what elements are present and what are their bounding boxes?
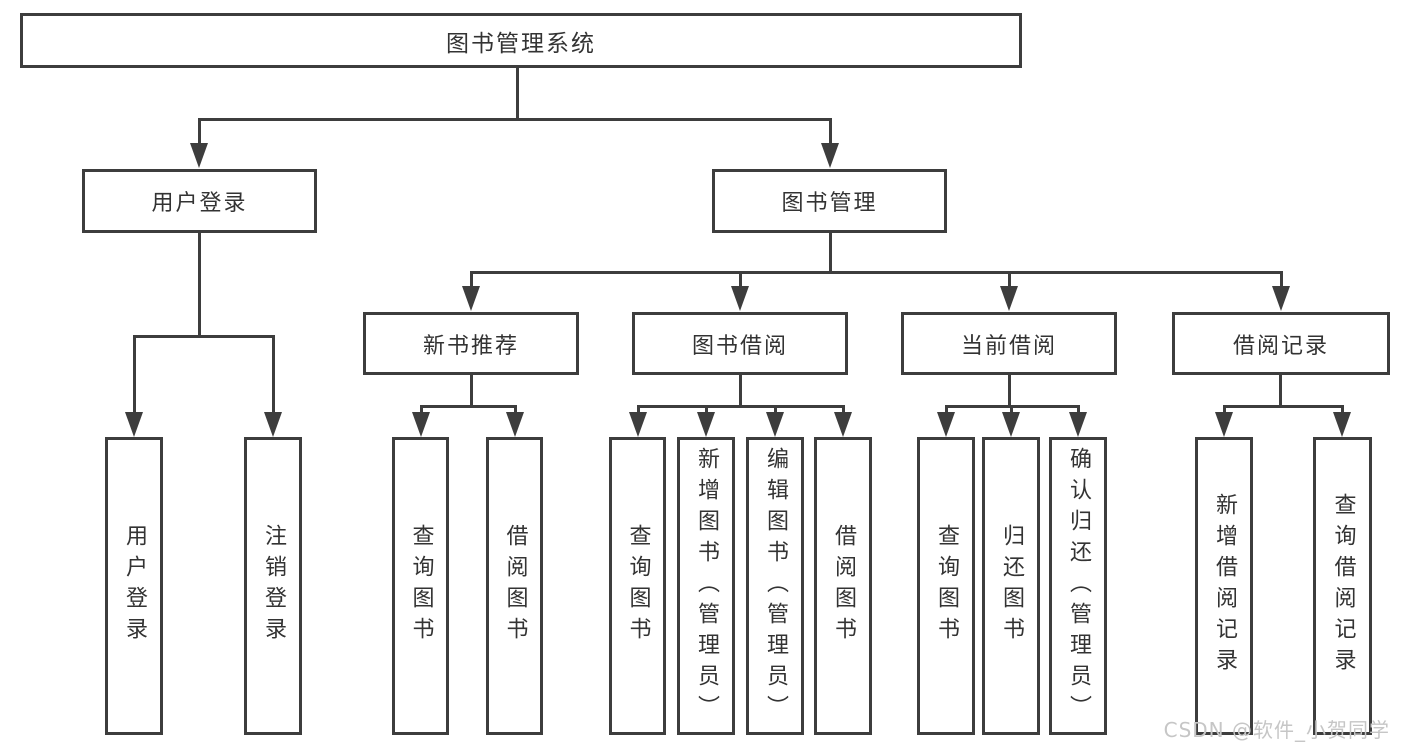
arrow-down-icon	[190, 143, 208, 168]
connector-line	[1076, 405, 1080, 415]
connector-line	[636, 405, 640, 415]
node-book-borrow: 图书借阅	[632, 312, 848, 375]
connector-line	[197, 233, 201, 335]
arrow-down-icon	[1069, 412, 1087, 437]
leaf-add-books-admin: 新增图书（管理员）	[677, 437, 735, 735]
connector-line	[738, 271, 742, 291]
arrow-down-icon	[462, 286, 480, 311]
node-borrow-records-label: 借阅记录	[1232, 333, 1329, 359]
arrow-down-icon	[821, 143, 839, 168]
arrow-down-icon	[1333, 412, 1351, 437]
leaf-borrow-books-recommend: 借阅图书	[486, 437, 543, 735]
connector-line	[1340, 405, 1344, 415]
connector-line	[1009, 405, 1013, 415]
leaf-logout: 注销登录	[244, 437, 302, 735]
connector-line	[1279, 271, 1283, 291]
arrow-down-icon	[766, 412, 784, 437]
node-book-management: 图书管理	[712, 169, 947, 233]
arrow-down-icon	[697, 412, 715, 437]
leaf-add-borrow-record: 新增借阅记录	[1195, 437, 1253, 735]
leaf-borrow-books-label: 借阅图书	[831, 524, 856, 648]
node-current-borrow-label: 当前借阅	[960, 333, 1057, 359]
connector-line	[773, 405, 777, 415]
arrow-down-icon	[264, 412, 282, 437]
arrow-down-icon	[1272, 286, 1290, 311]
connector-line	[271, 335, 275, 413]
leaf-query-borrow-record-label: 查询借阅记录	[1330, 493, 1356, 679]
connector-line	[1278, 375, 1282, 406]
node-current-borrow: 当前借阅	[901, 312, 1117, 375]
connector-line	[515, 68, 519, 121]
leaf-query-books-recommend-label: 查询图书	[408, 524, 434, 648]
connector-line	[1007, 375, 1011, 406]
connector-line	[841, 405, 845, 415]
arrow-down-icon	[412, 412, 430, 437]
arrow-down-icon	[731, 286, 749, 311]
node-root-label: 图书管理系统	[446, 30, 596, 57]
node-borrow-records: 借阅记录	[1172, 312, 1390, 375]
connector-line	[704, 405, 708, 415]
arrow-down-icon	[125, 412, 143, 437]
arrow-down-icon	[834, 412, 852, 437]
connector-line	[1007, 271, 1011, 291]
connector-line	[1222, 405, 1226, 415]
node-user-login: 用户登录	[82, 169, 317, 233]
connector-line	[513, 405, 517, 415]
leaf-query-books-borrow-label: 查询图书	[625, 524, 651, 648]
node-root: 图书管理系统	[20, 13, 1022, 68]
csdn-watermark: CSDN @软件_小贺同学	[1163, 718, 1390, 742]
leaf-confirm-return-admin-label: 确认归还（管理员）	[1066, 446, 1091, 726]
leaf-edit-books-admin-label: 编辑图书（管理员）	[763, 446, 788, 726]
connector-line	[132, 335, 136, 413]
arrow-down-icon	[937, 412, 955, 437]
connector-line	[1222, 405, 1344, 408]
leaf-user-login-label: 用户登录	[122, 524, 147, 648]
arrow-down-icon	[1215, 412, 1233, 437]
leaf-edit-books-admin: 编辑图书（管理员）	[746, 437, 804, 735]
leaf-query-books-current-label: 查询图书	[934, 524, 959, 648]
connector-line	[944, 405, 948, 415]
leaf-borrow-books: 借阅图书	[814, 437, 872, 735]
connector-line	[132, 335, 275, 338]
leaf-query-books-borrow: 查询图书	[609, 437, 666, 735]
arrow-down-icon	[1002, 412, 1020, 437]
arrow-down-icon	[506, 412, 524, 437]
leaf-query-borrow-record: 查询借阅记录	[1313, 437, 1372, 735]
connector-line	[738, 375, 742, 406]
leaf-add-books-admin-label: 新增图书（管理员）	[694, 446, 719, 726]
leaf-logout-label: 注销登录	[261, 524, 286, 648]
leaf-borrow-books-recommend-label: 借阅图书	[502, 524, 528, 648]
arrow-down-icon	[1000, 286, 1018, 311]
node-book-borrow-label: 图书借阅	[691, 333, 788, 359]
leaf-add-borrow-record-label: 新增借阅记录	[1212, 493, 1237, 679]
connector-line	[197, 118, 201, 148]
connector-line	[828, 233, 832, 273]
node-user-login-label: 用户登录	[151, 191, 248, 216]
arrow-down-icon	[629, 412, 647, 437]
leaf-query-books-recommend: 查询图书	[392, 437, 449, 735]
node-new-book-recommend-label: 新书推荐	[422, 333, 519, 359]
leaf-return-books-label: 归还图书	[999, 524, 1024, 648]
connector-line	[469, 375, 473, 406]
node-new-book-recommend: 新书推荐	[363, 312, 579, 375]
connector-line	[636, 405, 845, 408]
leaf-query-books-current: 查询图书	[917, 437, 975, 735]
leaf-return-books: 归还图书	[982, 437, 1040, 735]
connector-line	[197, 118, 832, 121]
node-book-management-label: 图书管理	[781, 191, 878, 216]
connector-line	[419, 405, 517, 408]
connector-line	[469, 271, 473, 291]
connector-line	[828, 118, 832, 148]
connector-line	[419, 405, 423, 415]
leaf-user-login: 用户登录	[105, 437, 163, 735]
connector-line	[469, 271, 1283, 274]
leaf-confirm-return-admin: 确认归还（管理员）	[1049, 437, 1107, 735]
